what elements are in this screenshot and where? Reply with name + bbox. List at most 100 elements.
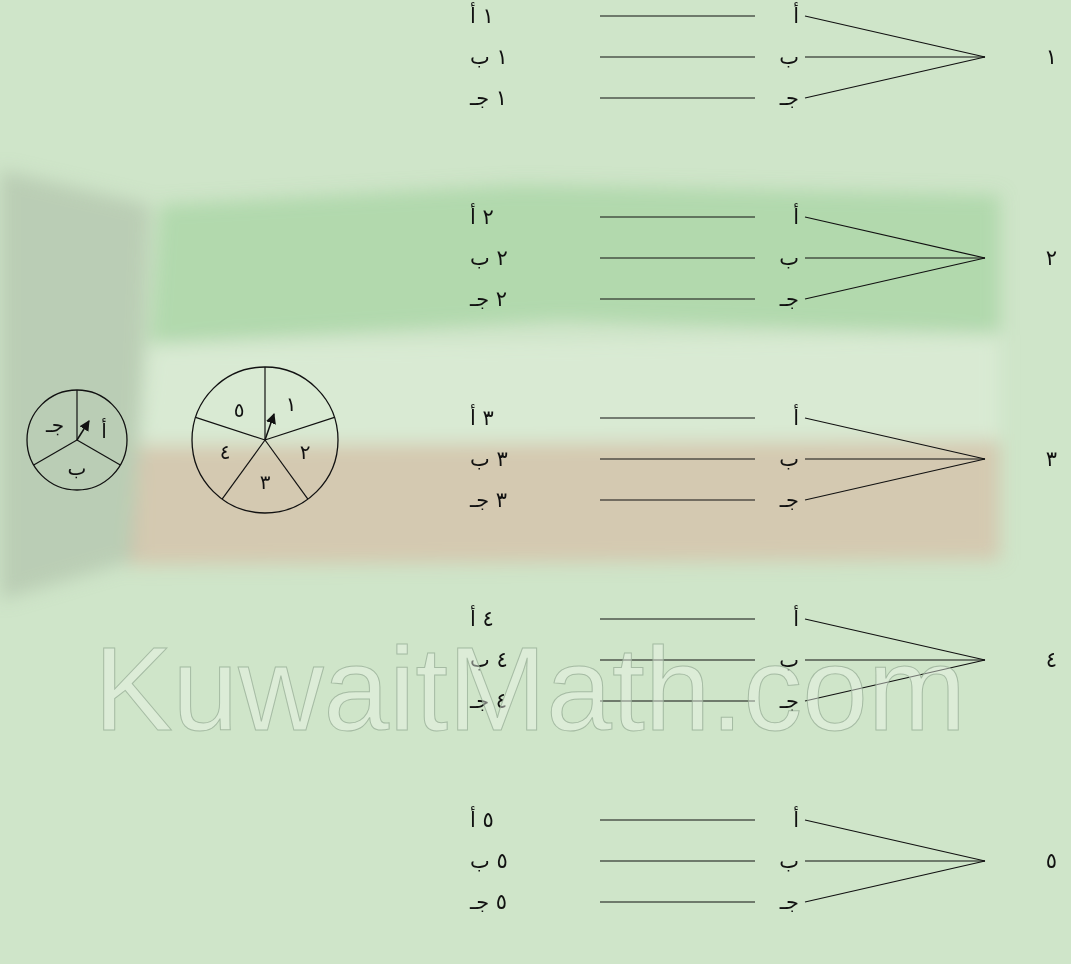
tree-branch	[805, 820, 985, 861]
spinner-sector-label: جـ	[46, 413, 64, 437]
tree-branch	[805, 860, 985, 861]
spinner-arrow	[265, 414, 274, 440]
spinner-sector-label: ٤	[220, 440, 231, 464]
outcome-pair-text: ٣ أ	[470, 405, 494, 431]
tree-branch	[805, 56, 985, 57]
sector-line	[264, 367, 265, 440]
first-stage-number: ٥	[985, 845, 1065, 877]
sector-line	[196, 417, 265, 440]
outcome-pair-text: ١ ب	[470, 44, 508, 70]
spinner-sector-label: أ	[101, 419, 107, 443]
outcome-pair-text: ٣ ب	[470, 446, 508, 472]
spinner-arrow	[77, 421, 89, 440]
second-stage-letter-text: جـ	[780, 889, 799, 915]
spinner-circle	[27, 390, 127, 490]
first-stage-number: ١	[985, 41, 1065, 73]
tree-branch	[805, 459, 985, 500]
flag-picture	[0, 170, 1000, 600]
tree-branch	[805, 458, 985, 459]
spinner-sector-label: ١	[286, 392, 297, 416]
first-stage-number-text: ٤	[1046, 647, 1057, 673]
outcome-pair-text: ٥ ب	[470, 848, 508, 874]
spinner-sector-label: ب	[68, 456, 87, 480]
outcome-pair-text: ٢ أ	[470, 204, 494, 230]
outcome-pair: ١ أ	[452, 0, 600, 32]
first-stage-number-text: ٥	[1046, 848, 1057, 874]
tree-branch	[600, 499, 755, 500]
outcome-pair: ٢ ب	[452, 242, 600, 274]
outcome-pair: ٣ ب	[452, 443, 600, 475]
outcome-pair-text: ٢ جـ	[470, 286, 507, 312]
tree-branch	[600, 819, 755, 820]
second-stage-letter-text: أ	[793, 204, 799, 230]
tree-branch	[600, 56, 755, 57]
second-stage-letter-text: أ	[793, 807, 799, 833]
flag-dark-part	[0, 170, 150, 600]
second-stage-letter-text: ب	[779, 848, 799, 874]
flag-red-band	[130, 440, 1000, 565]
tree-branch	[805, 258, 985, 299]
outcome-pair-text: ٥ جـ	[470, 889, 507, 915]
tree-branch	[805, 861, 985, 902]
second-stage-letter: أ	[755, 804, 805, 836]
outcome-pair: ٥ ب	[452, 845, 600, 877]
tree-branch	[600, 257, 755, 258]
second-stage-letter: أ	[755, 0, 805, 32]
outcome-pair: ٣ جـ	[452, 484, 600, 516]
spinner-sector-label: ٥	[234, 398, 245, 422]
outcome-pair: ١ ب	[452, 41, 600, 73]
first-stage-number: ٤	[985, 644, 1065, 676]
tree-branch	[600, 97, 755, 98]
outcome-pair: ٢ أ	[452, 201, 600, 233]
tree-branch	[600, 216, 755, 217]
tree-branch	[805, 217, 985, 258]
first-stage-number-text: ١	[1046, 44, 1057, 70]
outcome-pair: ٥ أ	[452, 804, 600, 836]
outcome-pair: ٢ جـ	[452, 283, 600, 315]
tree-branch	[600, 417, 755, 418]
tree-branch	[600, 15, 755, 16]
spinner-sector-label: ٢	[300, 440, 311, 464]
second-stage-letter: ب	[755, 845, 805, 877]
second-stage-letter: أ	[755, 201, 805, 233]
outcome-pair-text: ٥ أ	[470, 807, 494, 833]
tree-branch	[600, 458, 755, 459]
spinner-five	[192, 367, 338, 513]
flag-white-band	[140, 335, 1000, 445]
sector-line	[76, 390, 77, 440]
outcome-pair: ٣ أ	[452, 402, 600, 434]
second-stage-letter: جـ	[755, 82, 805, 114]
tree-branch	[805, 57, 985, 98]
second-stage-letter-text: جـ	[780, 85, 799, 111]
second-stage-letter-text: جـ	[780, 487, 799, 513]
tree-branch	[805, 257, 985, 258]
first-stage-number: ٣	[985, 443, 1065, 475]
second-stage-letter-text: ب	[779, 44, 799, 70]
second-stage-letter: ب	[755, 443, 805, 475]
second-stage-letter-text: أ	[793, 3, 799, 29]
tree-branch	[600, 618, 755, 619]
tree-branch	[600, 298, 755, 299]
second-stage-letter: ب	[755, 41, 805, 73]
second-stage-letter-text: ب	[779, 245, 799, 271]
watermark: KuwaitMath.com	[94, 619, 966, 761]
outcome-pair-text: ٢ ب	[470, 245, 508, 271]
second-stage-letter: أ	[755, 402, 805, 434]
second-stage-letter-text: جـ	[780, 286, 799, 312]
first-stage-number-text: ٣	[1046, 446, 1057, 472]
flag-green-band	[150, 185, 1000, 345]
sector-line	[265, 417, 334, 440]
second-stage-letter: جـ	[755, 484, 805, 516]
spinner-sector-label: ٣	[260, 470, 271, 494]
spinner-three	[27, 390, 127, 490]
second-stage-letter: جـ	[755, 283, 805, 315]
spinner-circle	[192, 367, 338, 513]
first-stage-number-text: ٢	[1046, 245, 1057, 271]
outcome-pair-text: ١ أ	[470, 3, 494, 29]
tree-branch	[805, 16, 985, 57]
outcome-pair: ١ جـ	[452, 82, 600, 114]
